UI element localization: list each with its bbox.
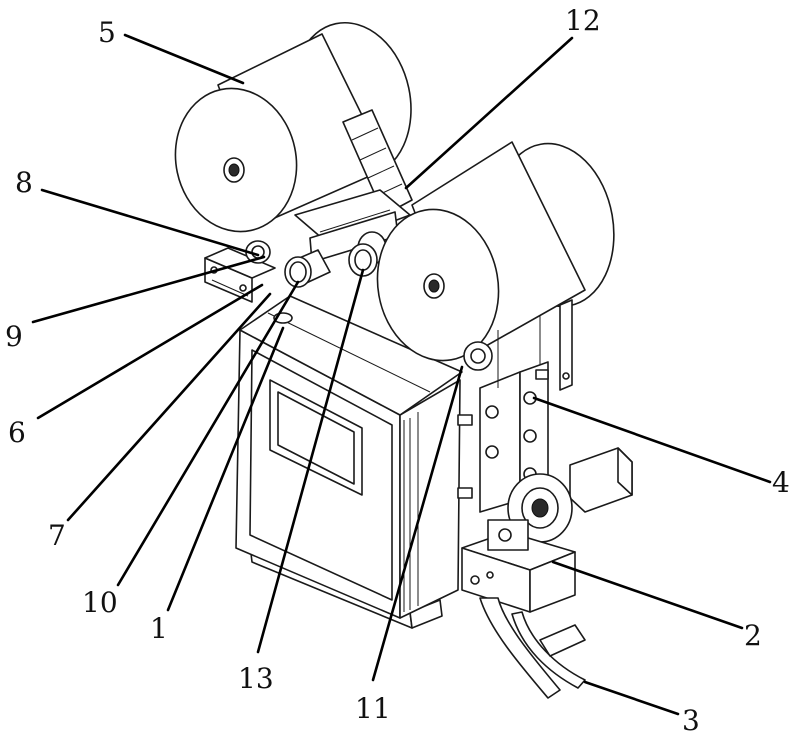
leader-10: [116, 280, 300, 587]
leader-2: [551, 560, 744, 630]
reel-5: [174, 21, 412, 233]
leader-5: [123, 33, 245, 85]
roller-13: [348, 231, 387, 277]
chute-3: [479, 597, 586, 699]
roller-7: [284, 249, 331, 288]
leader-3: [583, 680, 680, 716]
label-8: 8: [15, 166, 33, 199]
leader-6: [36, 283, 264, 420]
leader-lines: [31, 33, 772, 716]
label-4: 4: [772, 466, 790, 499]
leader-9: [31, 255, 266, 324]
leader-7: [66, 292, 272, 522]
label-9: 9: [5, 320, 23, 353]
label-12: 12: [565, 4, 601, 37]
label-1: 1: [150, 612, 168, 645]
leader-12: [404, 36, 574, 190]
label-10: 10: [82, 586, 118, 619]
label-3: 3: [682, 704, 700, 737]
leader-11: [371, 365, 464, 682]
label-11: 11: [355, 692, 391, 725]
leader-4: [532, 396, 772, 484]
slide-bracket-4: [457, 299, 573, 513]
leader-13: [256, 268, 365, 654]
reel-front: [376, 141, 615, 371]
label-7: 7: [48, 519, 66, 552]
label-13: 13: [238, 662, 274, 695]
leader-8: [40, 188, 260, 257]
film-strip-12: [342, 109, 413, 216]
label-2: 2: [744, 619, 762, 652]
leader-1: [166, 326, 285, 612]
cutter-block-2: [461, 519, 576, 613]
label-6: 6: [8, 416, 26, 449]
label-5: 5: [98, 16, 116, 49]
callout-labels: 5 12 8 9 6 7 10 1 13 11 4 2 3: [5, 4, 790, 737]
